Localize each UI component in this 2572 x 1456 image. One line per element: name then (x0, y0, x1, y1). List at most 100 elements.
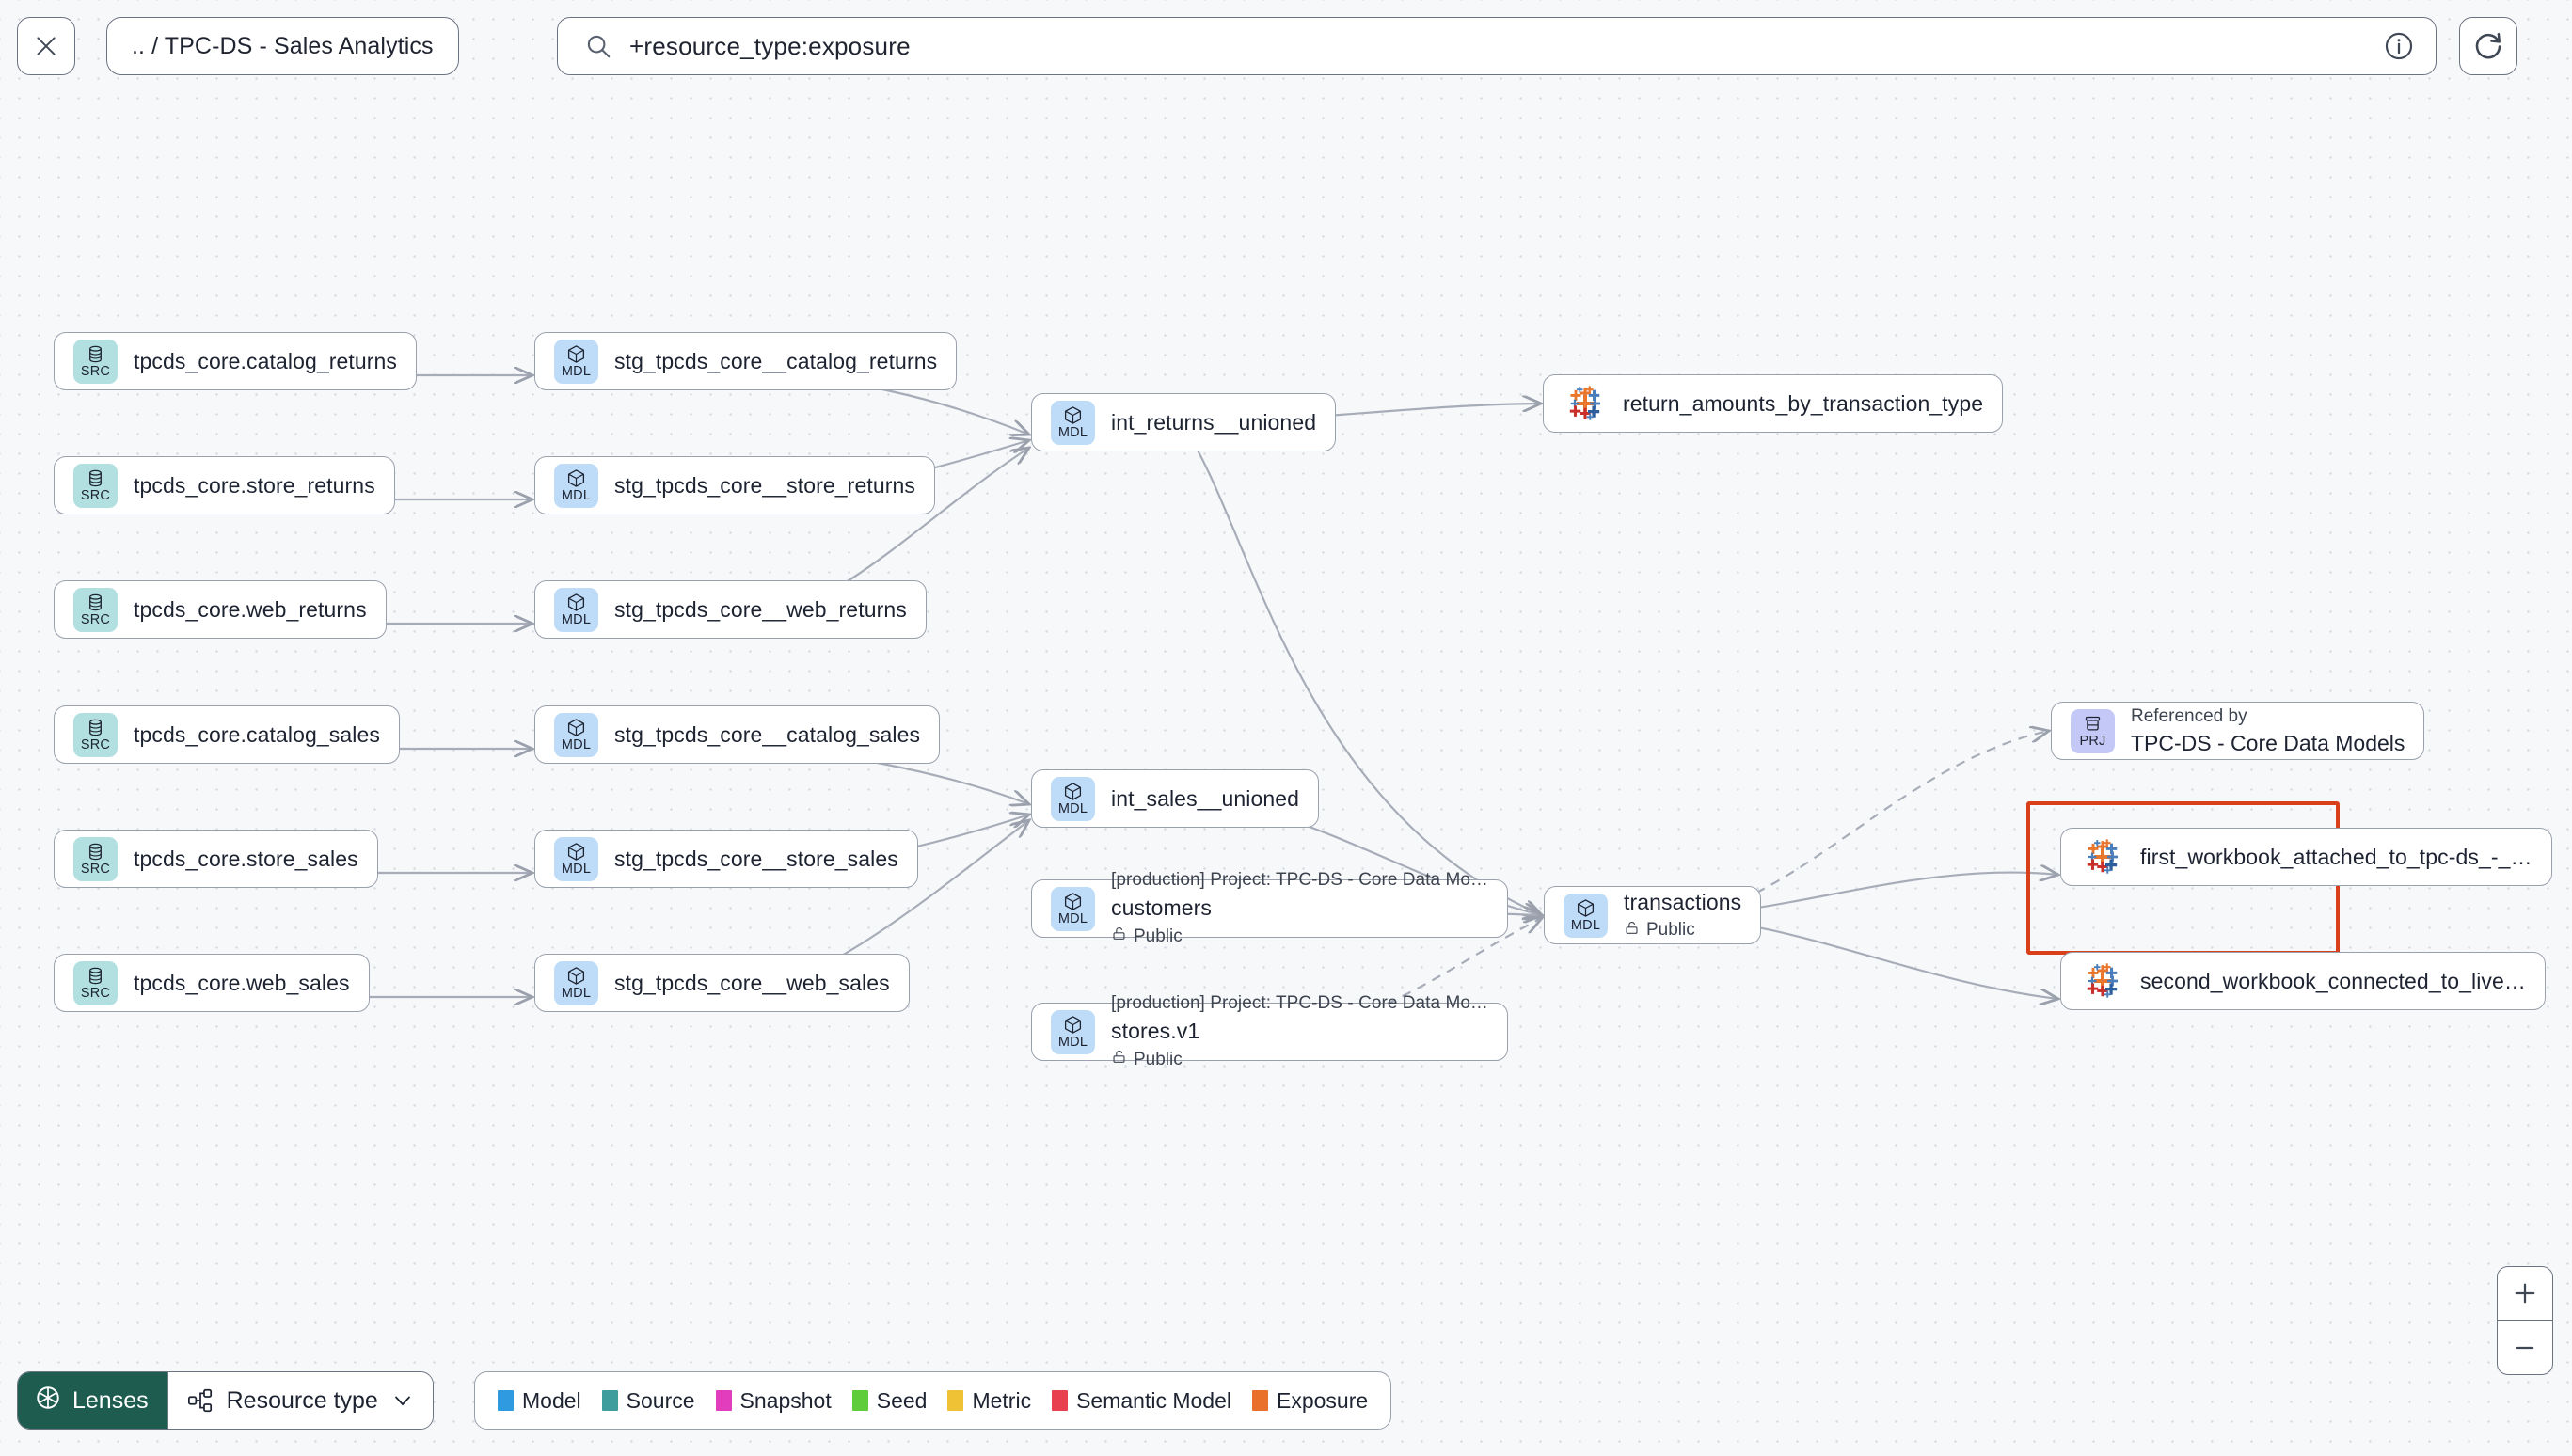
resource-type-label: Resource type (226, 1386, 378, 1414)
graph-node-text: int_returns__unioned (1111, 410, 1316, 435)
graph-node-name: stores.v1 (1111, 1019, 1200, 1043)
graph-node-access: Public (1111, 1049, 1488, 1070)
graph-node-text: stg_tpcds_core__store_sales (614, 847, 898, 872)
search-input[interactable]: +resource_type:exposure (629, 31, 911, 60)
model-badge-icon: MDL (1051, 400, 1095, 445)
zoom-in-button[interactable] (2498, 1267, 2552, 1321)
graph-node-subtitle: Referenced by (2131, 705, 2247, 726)
graph-node-text: stg_tpcds_core__store_returns (614, 473, 915, 499)
legend-item-metric[interactable]: Metric (947, 1388, 1031, 1414)
info-icon[interactable] (2383, 30, 2415, 62)
source-badge-icon: SRC (73, 339, 118, 384)
graph-node-src-web-sales[interactable]: SRC tpcds_core.web_sales (54, 954, 370, 1012)
graph-node-name: stg_tpcds_core__web_returns (614, 596, 907, 622)
graph-node-text: tpcds_core.catalog_sales (134, 722, 380, 748)
lenses-control-group: Lenses Resource type (17, 1371, 434, 1430)
graph-node-project: [production] Project: TPC-DS - Core Data… (1111, 870, 1488, 890)
legend-label: Metric (972, 1387, 1032, 1413)
zoom-controls (2497, 1266, 2553, 1375)
graph-node-project: [production] Project: TPC-DS - Core Data… (1111, 993, 1488, 1013)
graph-node-text: return_amounts_by_transaction_type (1623, 391, 1983, 417)
legend-item-snapshot[interactable]: Snapshot (715, 1387, 832, 1414)
graph-node-mdl-int-returns-unioned[interactable]: MDL int_returns__unioned (1031, 393, 1337, 451)
graph-node-name: second_workbook_connected_to_live… (2140, 968, 2526, 993)
graph-node-src-catalog-returns[interactable]: SRC tpcds_core.catalog_returns (54, 332, 418, 390)
legend-item-exposure[interactable]: Exposure (1252, 1388, 1368, 1414)
legend-swatch (715, 1390, 732, 1411)
legend-label: Source (626, 1387, 695, 1413)
graph-node-name: transactions (1624, 889, 1742, 914)
graph-node-prj-referenced-by[interactable]: PRJ Referenced by TPC-DS - Core Data Model… (2051, 702, 2425, 760)
graph-node-text: second_workbook_connected_to_live… (2140, 969, 2526, 994)
breadcrumb[interactable]: .. / TPC-DS - Sales Analytics (106, 17, 459, 75)
resource-type-dropdown[interactable]: Resource type (167, 1372, 433, 1429)
chevron-down-icon (391, 1389, 414, 1412)
close-button[interactable] (17, 17, 75, 75)
zoom-out-button[interactable] (2498, 1321, 2552, 1374)
graph-node-access-label: Public (1134, 1049, 1183, 1069)
graph-node-exp-first-workbook[interactable]: first_workbook_attached_to_tpc-ds_-_… (2060, 828, 2552, 886)
legend-item-seed[interactable]: Seed (851, 1388, 927, 1414)
source-badge-icon: SRC (73, 587, 118, 632)
legend-label: Snapshot (739, 1387, 832, 1413)
model-badge-icon: MDL (554, 960, 598, 1005)
graph-node-name: int_sales__unioned (1111, 785, 1300, 811)
legend-item-model[interactable]: Model (498, 1388, 581, 1414)
graph-node-name: int_returns__unioned (1111, 409, 1317, 435)
legend-swatch (498, 1390, 514, 1411)
source-badge-icon: SRC (73, 960, 118, 1005)
model-badge-icon: MDL (1564, 893, 1608, 938)
legend-item-semantic-model[interactable]: Semantic Model (1052, 1388, 1231, 1414)
refresh-button[interactable] (2459, 17, 2517, 75)
graph-node-name: customers (1111, 895, 1212, 920)
graph-node-name: tpcds_core.web_sales (134, 970, 350, 995)
graph-node-src-web-returns[interactable]: SRC tpcds_core.web_returns (54, 580, 387, 639)
graph-node-access-label: Public (1646, 920, 1695, 940)
graph-node-text: stg_tpcds_core__web_returns (614, 597, 907, 623)
graph-node-text: tpcds_core.catalog_returns (134, 349, 397, 374)
lenses-label: Lenses (72, 1386, 149, 1414)
search-bar[interactable]: +resource_type:exposure (557, 17, 2437, 75)
plus-icon (2515, 1283, 2535, 1304)
project-badge-icon: PRJ (2071, 708, 2115, 753)
graph-node-exp-return-amounts[interactable]: return_amounts_by_transaction_type (1543, 374, 2004, 433)
lens-aperture-icon (35, 1385, 61, 1417)
lock-open-icon (1624, 920, 1640, 942)
graph-node-name: tpcds_core.catalog_sales (134, 721, 380, 747)
model-badge-icon: MDL (1051, 886, 1095, 931)
graph-node-access: Public (1111, 926, 1488, 947)
close-icon (37, 37, 56, 55)
graph-node-mdl-stores-v1[interactable]: MDL [production] Project: TPC-DS - Core D… (1031, 993, 1508, 1069)
breadcrumb-label: .. / TPC-DS - Sales Analytics (132, 32, 434, 59)
graph-node-text: [production] Project: TPC-DS - Core Data… (1111, 870, 1488, 947)
graph-node-text: tpcds_core.web_returns (134, 597, 367, 623)
graph-node-text: stg_tpcds_core__catalog_sales (614, 722, 920, 748)
graph-node-name: stg_tpcds_core__store_returns (614, 472, 915, 498)
legend-item-source[interactable]: Source (601, 1387, 695, 1414)
graph-node-mdl-customers[interactable]: MDL [production] Project: TPC-DS - Core D… (1031, 870, 1508, 946)
model-badge-icon: MDL (1051, 1009, 1095, 1054)
exposure-tableau-icon (1563, 382, 1607, 426)
lock-open-icon (1111, 926, 1127, 947)
lenses-button[interactable]: Lenses (18, 1372, 167, 1429)
graph-node-name: TPC-DS - Core Data Models (2131, 730, 2405, 755)
legend-swatch (1052, 1390, 1069, 1411)
search-icon (584, 32, 612, 60)
graph-node-access-label: Public (1134, 926, 1183, 946)
graph-node-exp-second-workbook[interactable]: second_workbook_connected_to_live… (2060, 952, 2546, 1010)
graph-node-name: stg_tpcds_core__store_sales (614, 846, 898, 871)
